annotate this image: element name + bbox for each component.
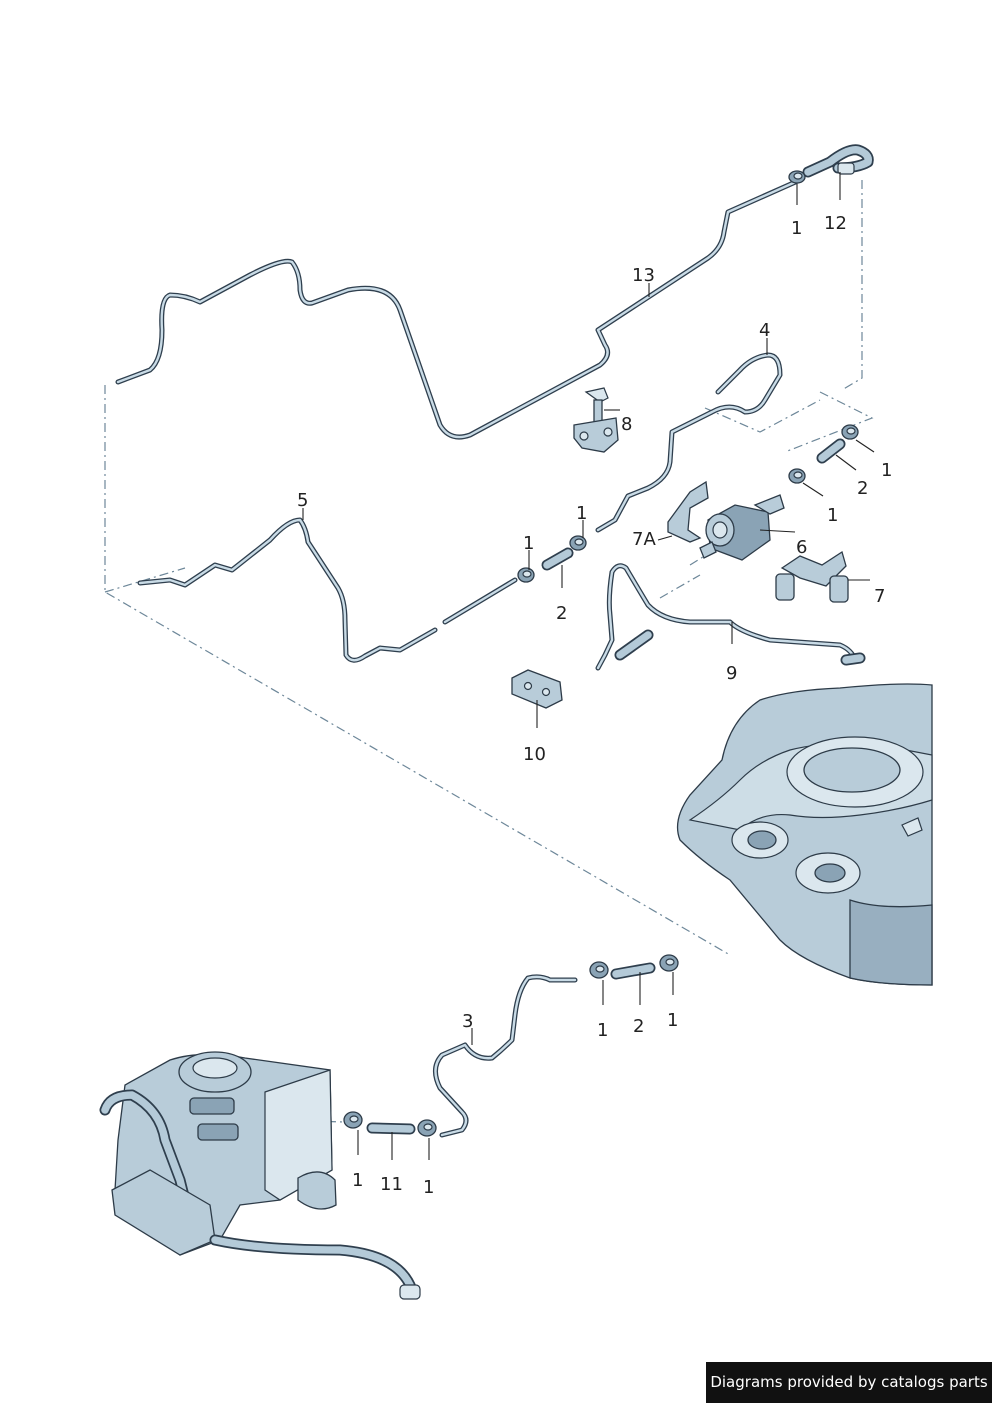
callout-11: 11	[380, 1174, 403, 1195]
leader-lines	[302, 172, 875, 1160]
fuel-tank	[676, 683, 933, 986]
attribution-footer: Diagrams provided by catalogs parts	[706, 1362, 992, 1403]
canister-assembly	[99, 1051, 421, 1300]
callout-12: 12	[824, 213, 847, 234]
hose-sleeves	[366, 438, 846, 1135]
construction-lines	[104, 180, 874, 1123]
callout-13: 13	[632, 265, 655, 286]
callout-7a: 7A	[632, 529, 656, 550]
callout-3: 3	[462, 1011, 473, 1032]
callout-10: 10	[523, 744, 546, 765]
bracket-7	[775, 550, 849, 603]
callout-2: 2	[556, 603, 567, 624]
callout-8: 8	[621, 414, 632, 435]
callout-2: 2	[633, 1016, 644, 1037]
callout-1: 1	[352, 1170, 363, 1191]
callout-1: 1	[523, 533, 534, 554]
callout-6: 6	[796, 537, 807, 558]
bracket-7a	[667, 480, 709, 543]
callout-1: 1	[667, 1010, 678, 1031]
pipe-9	[595, 563, 866, 671]
callout-1: 1	[827, 505, 838, 526]
callout-7: 7	[874, 586, 885, 607]
callout-labels: 1 12 13 4 8 1 2 1 1 6 7A 7 5 1 2 9 10 3 …	[297, 213, 892, 1198]
callout-2: 2	[857, 478, 868, 499]
callout-1: 1	[423, 1177, 434, 1198]
pipe-5	[137, 517, 518, 663]
holder-10	[511, 669, 563, 709]
callout-1: 1	[791, 218, 802, 239]
callout-5: 5	[297, 490, 308, 511]
callout-9: 9	[726, 663, 737, 684]
pipe-4	[595, 352, 783, 533]
hose-clamps	[343, 170, 859, 1137]
callout-1: 1	[597, 1020, 608, 1041]
callout-1: 1	[576, 503, 587, 524]
callout-1: 1	[881, 460, 892, 481]
callout-4: 4	[759, 320, 770, 341]
clip-8	[573, 387, 619, 453]
pipe-3	[433, 974, 578, 1138]
valve-6	[699, 494, 785, 561]
pipe-13	[115, 177, 803, 440]
hose-12	[802, 144, 874, 178]
